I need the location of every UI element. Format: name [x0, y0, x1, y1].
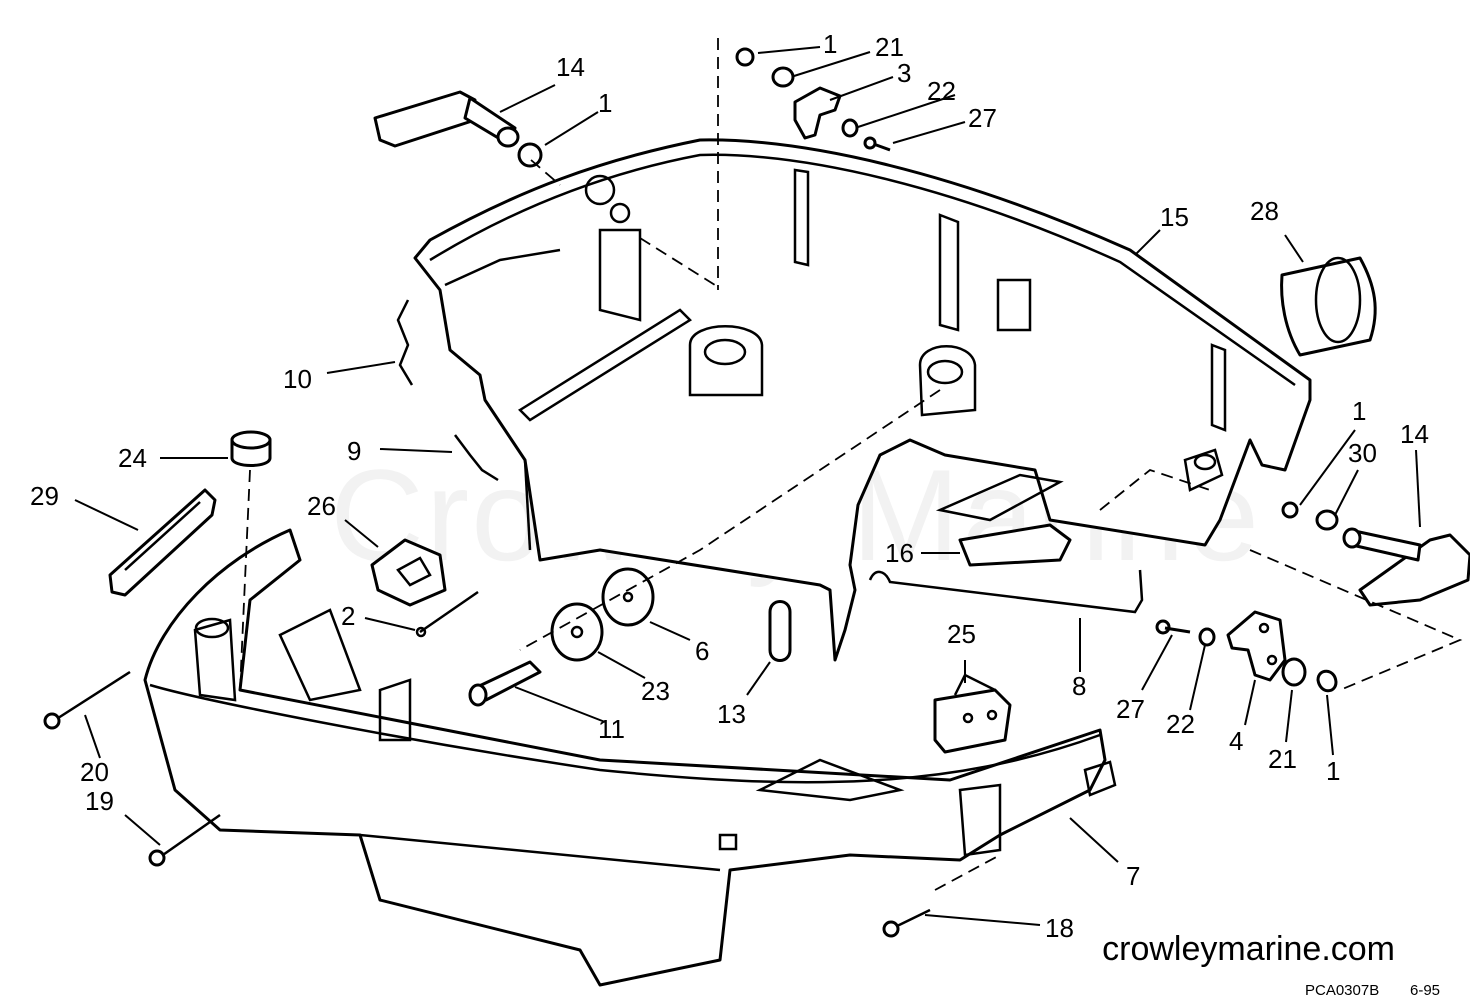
grommet-28	[1280, 256, 1377, 357]
stud-11	[468, 660, 542, 707]
callout-27-bottom: 27	[1116, 694, 1145, 724]
callout-15: 15	[1160, 202, 1189, 232]
plate-16	[958, 523, 1072, 567]
callout-14-left: 14	[556, 52, 585, 82]
callout-1-top: 1	[823, 29, 837, 59]
callout-16: 16	[885, 538, 914, 568]
callout-28: 28	[1250, 196, 1279, 226]
latch-handle-14-right	[1342, 527, 1470, 607]
callout-27-top: 27	[968, 103, 997, 133]
callout-numbers: 1 21 3 22 27 14 1 15 28 10 9 24 29 26 2 …	[30, 29, 1429, 943]
callout-22-bottom: 22	[1166, 709, 1195, 739]
bushing-24	[230, 430, 272, 467]
callout-3: 3	[897, 58, 911, 88]
drawing-date: 6-95	[1410, 982, 1441, 999]
mount-6	[601, 567, 655, 627]
callout-2: 2	[341, 601, 355, 631]
callout-1-bottom: 1	[1326, 756, 1340, 786]
callout-18: 18	[1045, 913, 1074, 943]
callout-6: 6	[695, 636, 709, 666]
callout-26: 26	[307, 491, 336, 521]
callout-1-left: 1	[598, 88, 612, 118]
website-url: crowleymarine.com	[1102, 930, 1395, 968]
wire-10	[396, 299, 414, 386]
callout-4: 4	[1229, 726, 1243, 756]
callout-9: 9	[347, 436, 361, 466]
callout-13: 13	[717, 699, 746, 729]
leader-lines	[74, 46, 1421, 926]
callout-20: 20	[80, 757, 109, 787]
callout-22-top: 22	[927, 76, 956, 106]
clip-13	[768, 600, 792, 662]
drawing-code: PCA0307B	[1305, 982, 1380, 999]
upper-cover-shell	[413, 138, 1312, 662]
callout-23: 23	[641, 676, 670, 706]
callout-24: 24	[118, 443, 147, 473]
lower-cover-shell	[143, 528, 1117, 987]
wire-9	[454, 434, 499, 482]
callout-19: 19	[85, 786, 114, 816]
callout-21-bottom: 21	[1268, 744, 1297, 774]
grommet-26	[370, 538, 447, 607]
hardware-fasteners	[43, 47, 1339, 938]
bracket-3	[793, 86, 842, 140]
callout-10: 10	[283, 364, 312, 394]
callout-30: 30	[1348, 438, 1377, 468]
callout-21-top: 21	[875, 32, 904, 62]
seal-strip-29	[108, 488, 217, 597]
callout-25: 25	[947, 619, 976, 649]
callout-14-right: 14	[1400, 419, 1429, 449]
callout-8: 8	[1072, 671, 1086, 701]
callout-7: 7	[1126, 861, 1140, 891]
callout-11: 11	[598, 714, 625, 744]
washer-23	[550, 602, 604, 662]
cotter-pin-2	[415, 590, 479, 638]
callout-29: 29	[30, 481, 59, 511]
latch-handle-14-left	[373, 90, 520, 148]
alignment-lines	[239, 38, 1463, 891]
seal-8	[868, 569, 1144, 614]
seal-pad-25	[933, 673, 1012, 754]
bracket-4	[1226, 610, 1287, 682]
callout-1-right: 1	[1352, 396, 1366, 426]
